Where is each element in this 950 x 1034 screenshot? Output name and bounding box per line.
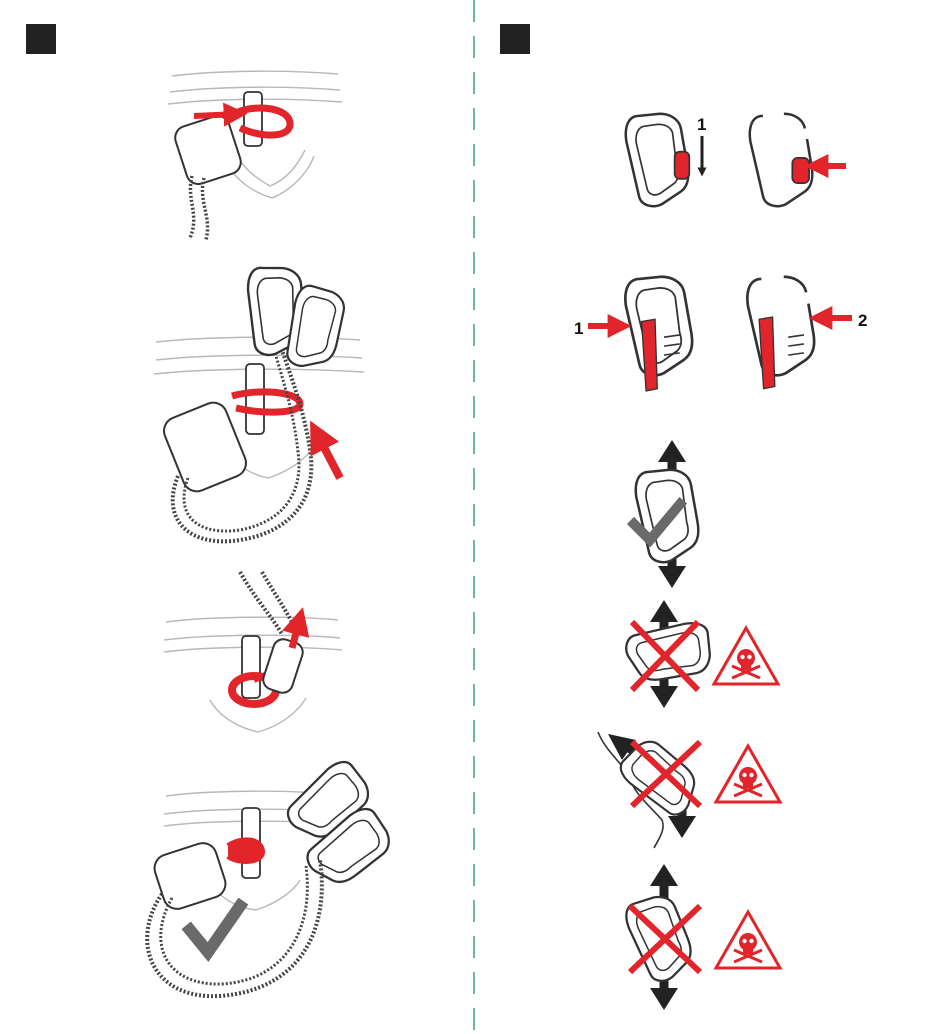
arrow-head-down [658,566,686,588]
check-icon [190,906,240,952]
absorber-pouch [151,839,229,912]
screw-sleeve [675,152,690,179]
belay-loop [244,92,262,146]
cross-loading [626,600,778,708]
absorber-pouch [160,398,250,495]
step-2-girth-hitch-lanyard [154,265,364,542]
arrow-head-down [650,988,678,1010]
red-sling-loop [232,392,300,412]
red-lever [642,319,658,391]
step-label-2: 2 [858,311,867,330]
arrow-head-down [668,816,696,838]
correct-loading [634,440,698,588]
arrow-head-up [650,864,678,886]
arrow-head-down [650,686,678,708]
elastic-lanyard [240,572,296,634]
auto-lock-gate-operation: 1 2 [574,277,867,391]
arrow-head-up [650,600,678,622]
arrow-head-up [658,440,686,462]
skull-warning-icon [716,746,780,802]
edge-loading [598,731,780,848]
belay-loop [246,364,264,434]
red-arrow [316,432,340,478]
three-way-loading [623,864,780,1010]
skull-warning-icon [714,628,778,684]
section-marker-left [26,24,56,54]
step-label-1: 1 [697,115,706,134]
red-knot [228,840,262,861]
belay-loop [242,636,260,698]
carabiner-autolock-closed [625,277,692,391]
step-1-threading-loop [168,71,342,240]
carabiner-closed [626,114,690,206]
red-lever [759,317,775,389]
skull-warning-icon [716,912,780,968]
carabiner-open [750,114,813,206]
screw-sleeve [792,158,809,183]
screw-gate-operation: 1 [626,114,846,206]
section-marker-right [500,24,530,54]
elastic-lanyard [190,176,208,240]
carabiner-autolock-open [747,277,814,389]
step-label-1: 1 [574,319,583,338]
step-3-tighten-knot [164,572,342,732]
absorber-pouch [172,113,244,187]
step-4-correct-attachment [147,756,398,996]
red-arrow [194,114,238,116]
absorber-pouch [261,637,306,696]
